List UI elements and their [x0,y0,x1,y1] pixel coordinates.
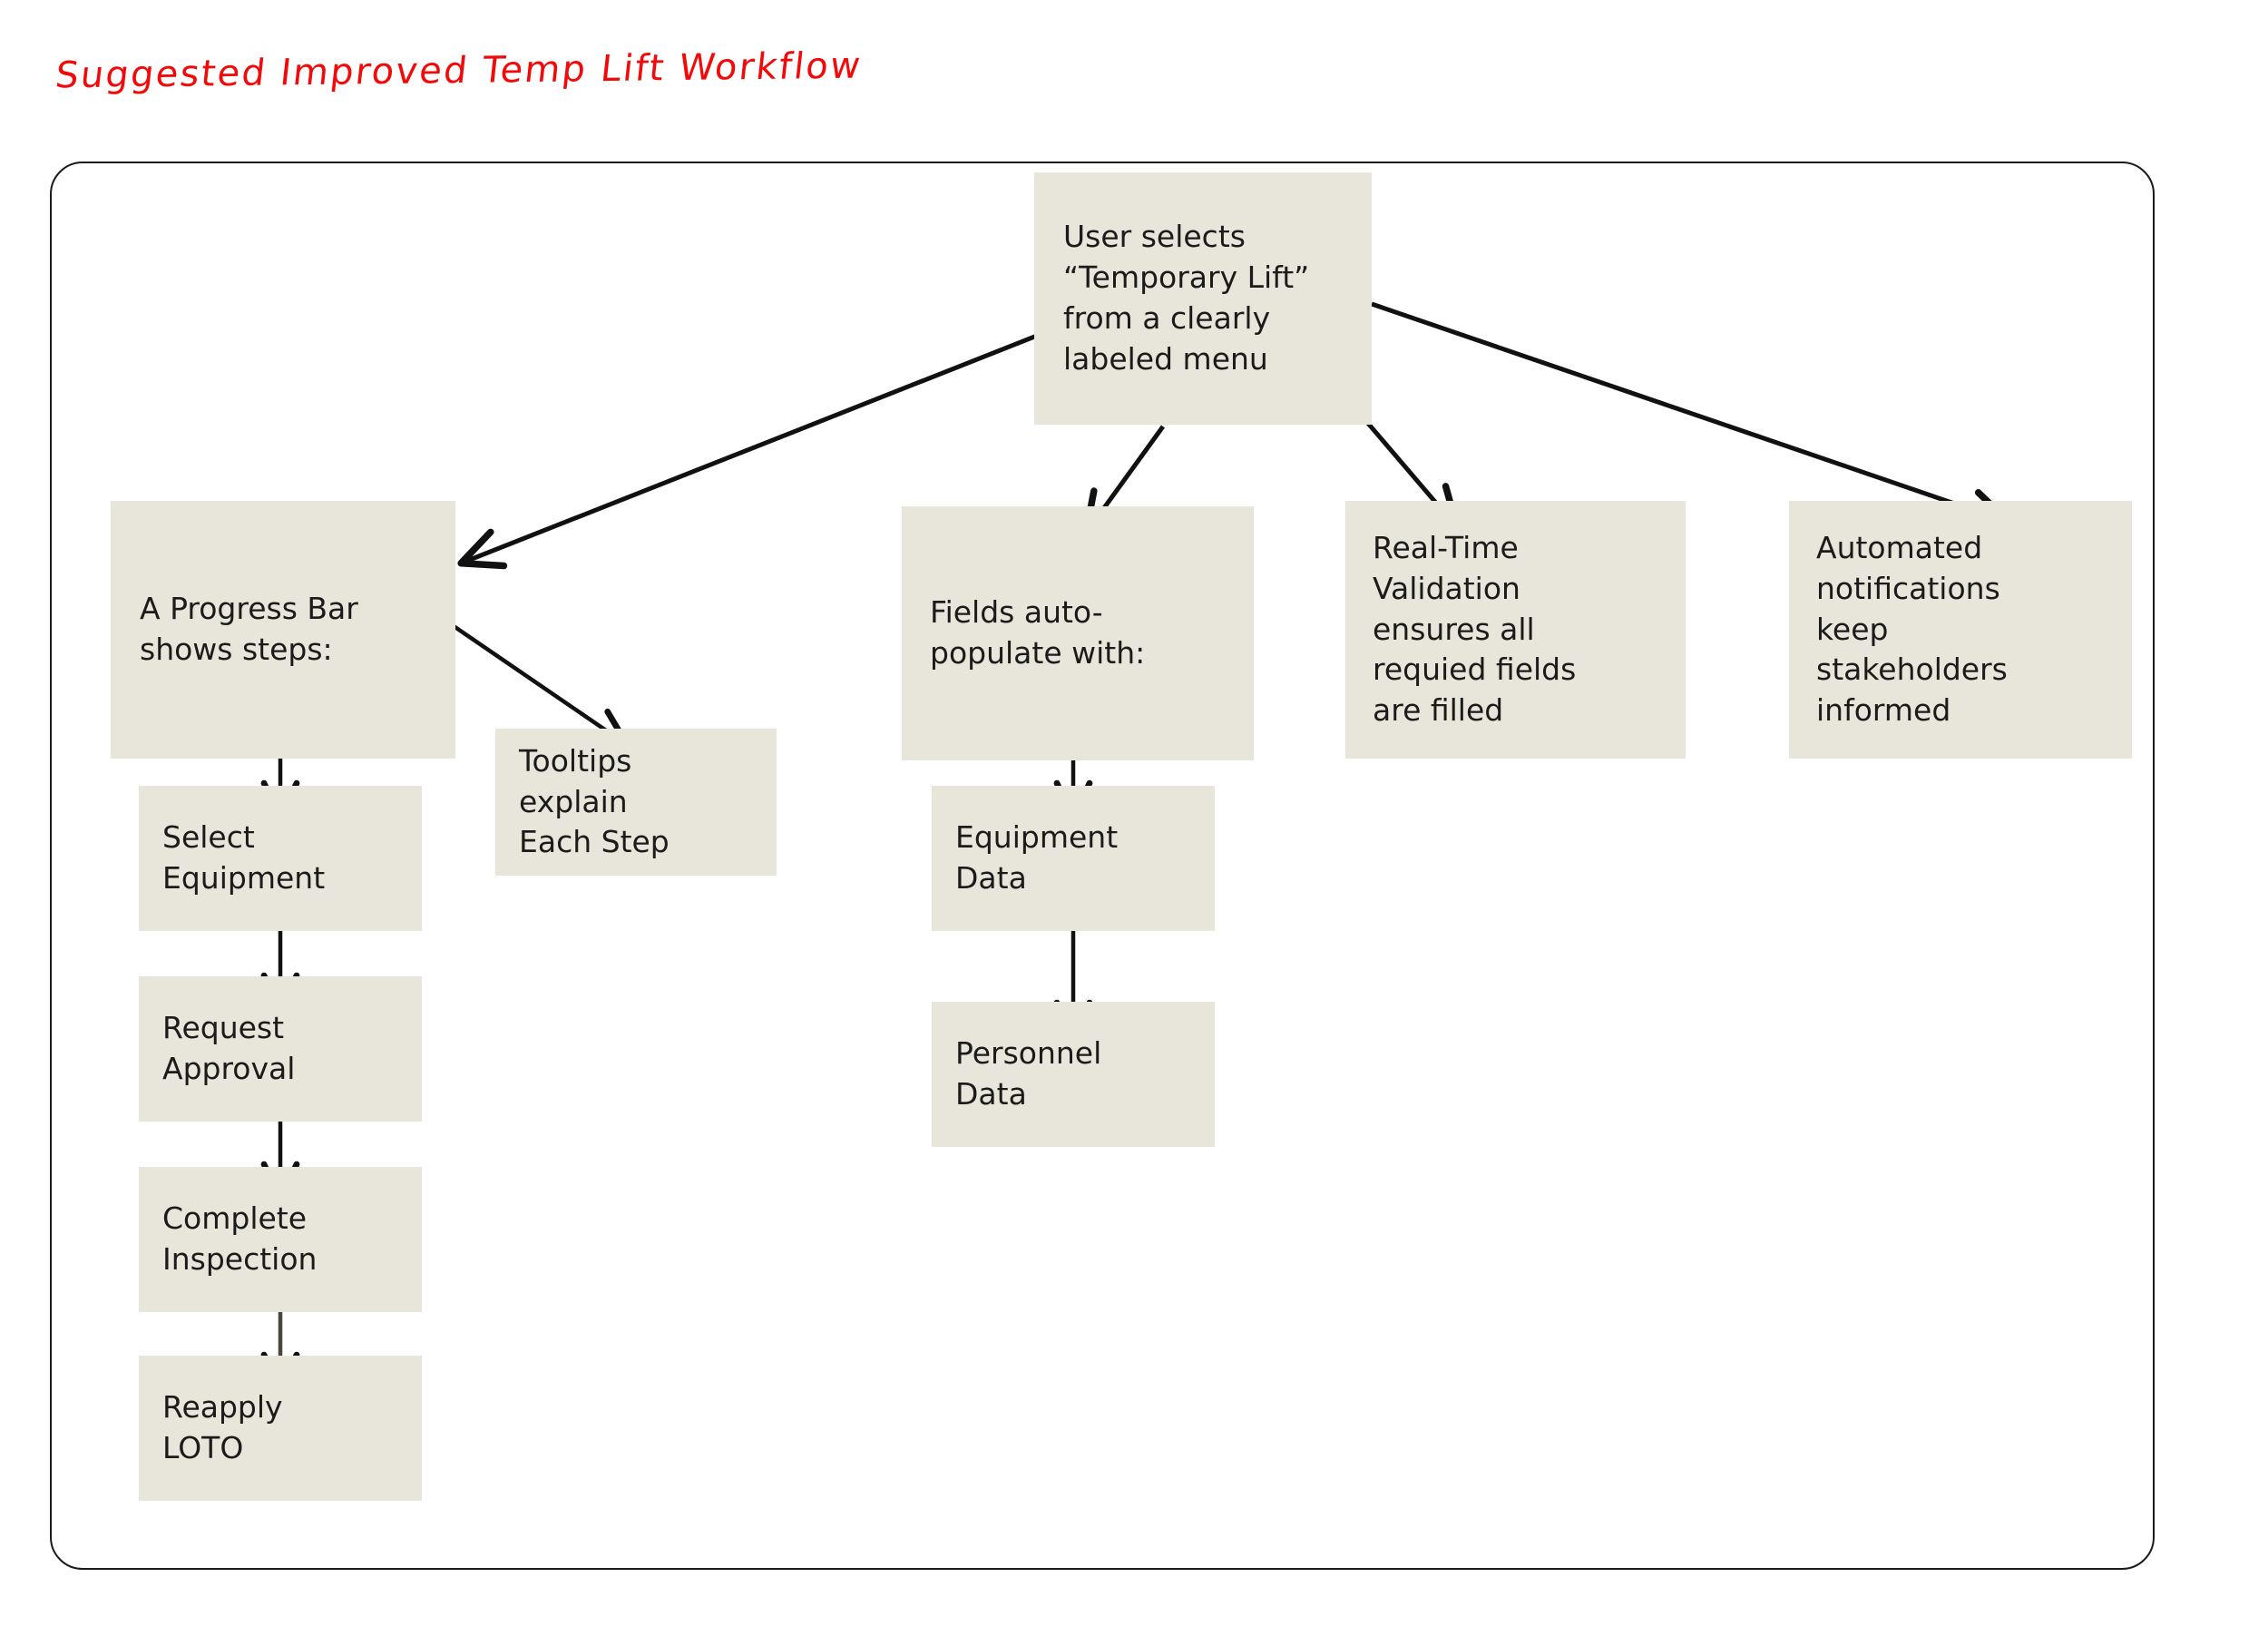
node-real-time-validation[interactable]: Real-Time Validation ensures all requied… [1345,501,1686,759]
node-user-selects-temporary-lift[interactable]: User selects “Temporary Lift” from a cle… [1034,172,1372,425]
node-automated-notifications[interactable]: Automated notifications keep stakeholder… [1789,501,2132,759]
node-label: Real-Time Validation ensures all requied… [1373,529,1577,729]
node-label: User selects “Temporary Lift” from a cle… [1063,219,1310,377]
node-fields-auto-populate[interactable]: Fields auto- populate with: [902,506,1254,760]
node-request-approval[interactable]: Request Approval [139,976,422,1122]
node-label: A Progress Bar shows steps: [140,591,358,667]
node-select-equipment[interactable]: Select Equipment [139,786,422,931]
node-label: Automated notifications keep stakeholder… [1816,529,2008,729]
node-label: Fields auto- populate with: [930,594,1146,671]
page-title: Suggested Improved Temp Lift Workflow [53,44,865,97]
node-personnel-data[interactable]: Personnel Data [932,1002,1215,1147]
node-tooltips-explain-each-step[interactable]: Tooltips explain Each Step [495,729,777,876]
node-label: Tooltips explain Each Step [519,742,670,860]
node-reapply-loto[interactable]: Reapply LOTO [139,1356,422,1501]
node-label: Complete Inspection [162,1200,318,1277]
node-label: Select Equipment [162,819,326,896]
node-equipment-data[interactable]: Equipment Data [932,786,1215,931]
node-complete-inspection[interactable]: Complete Inspection [139,1167,422,1312]
node-label: Reapply LOTO [162,1389,283,1465]
node-progress-bar[interactable]: A Progress Bar shows steps: [111,501,455,759]
node-label: Equipment Data [955,819,1119,896]
node-label: Request Approval [162,1010,296,1086]
node-label: Personnel Data [955,1035,1102,1112]
